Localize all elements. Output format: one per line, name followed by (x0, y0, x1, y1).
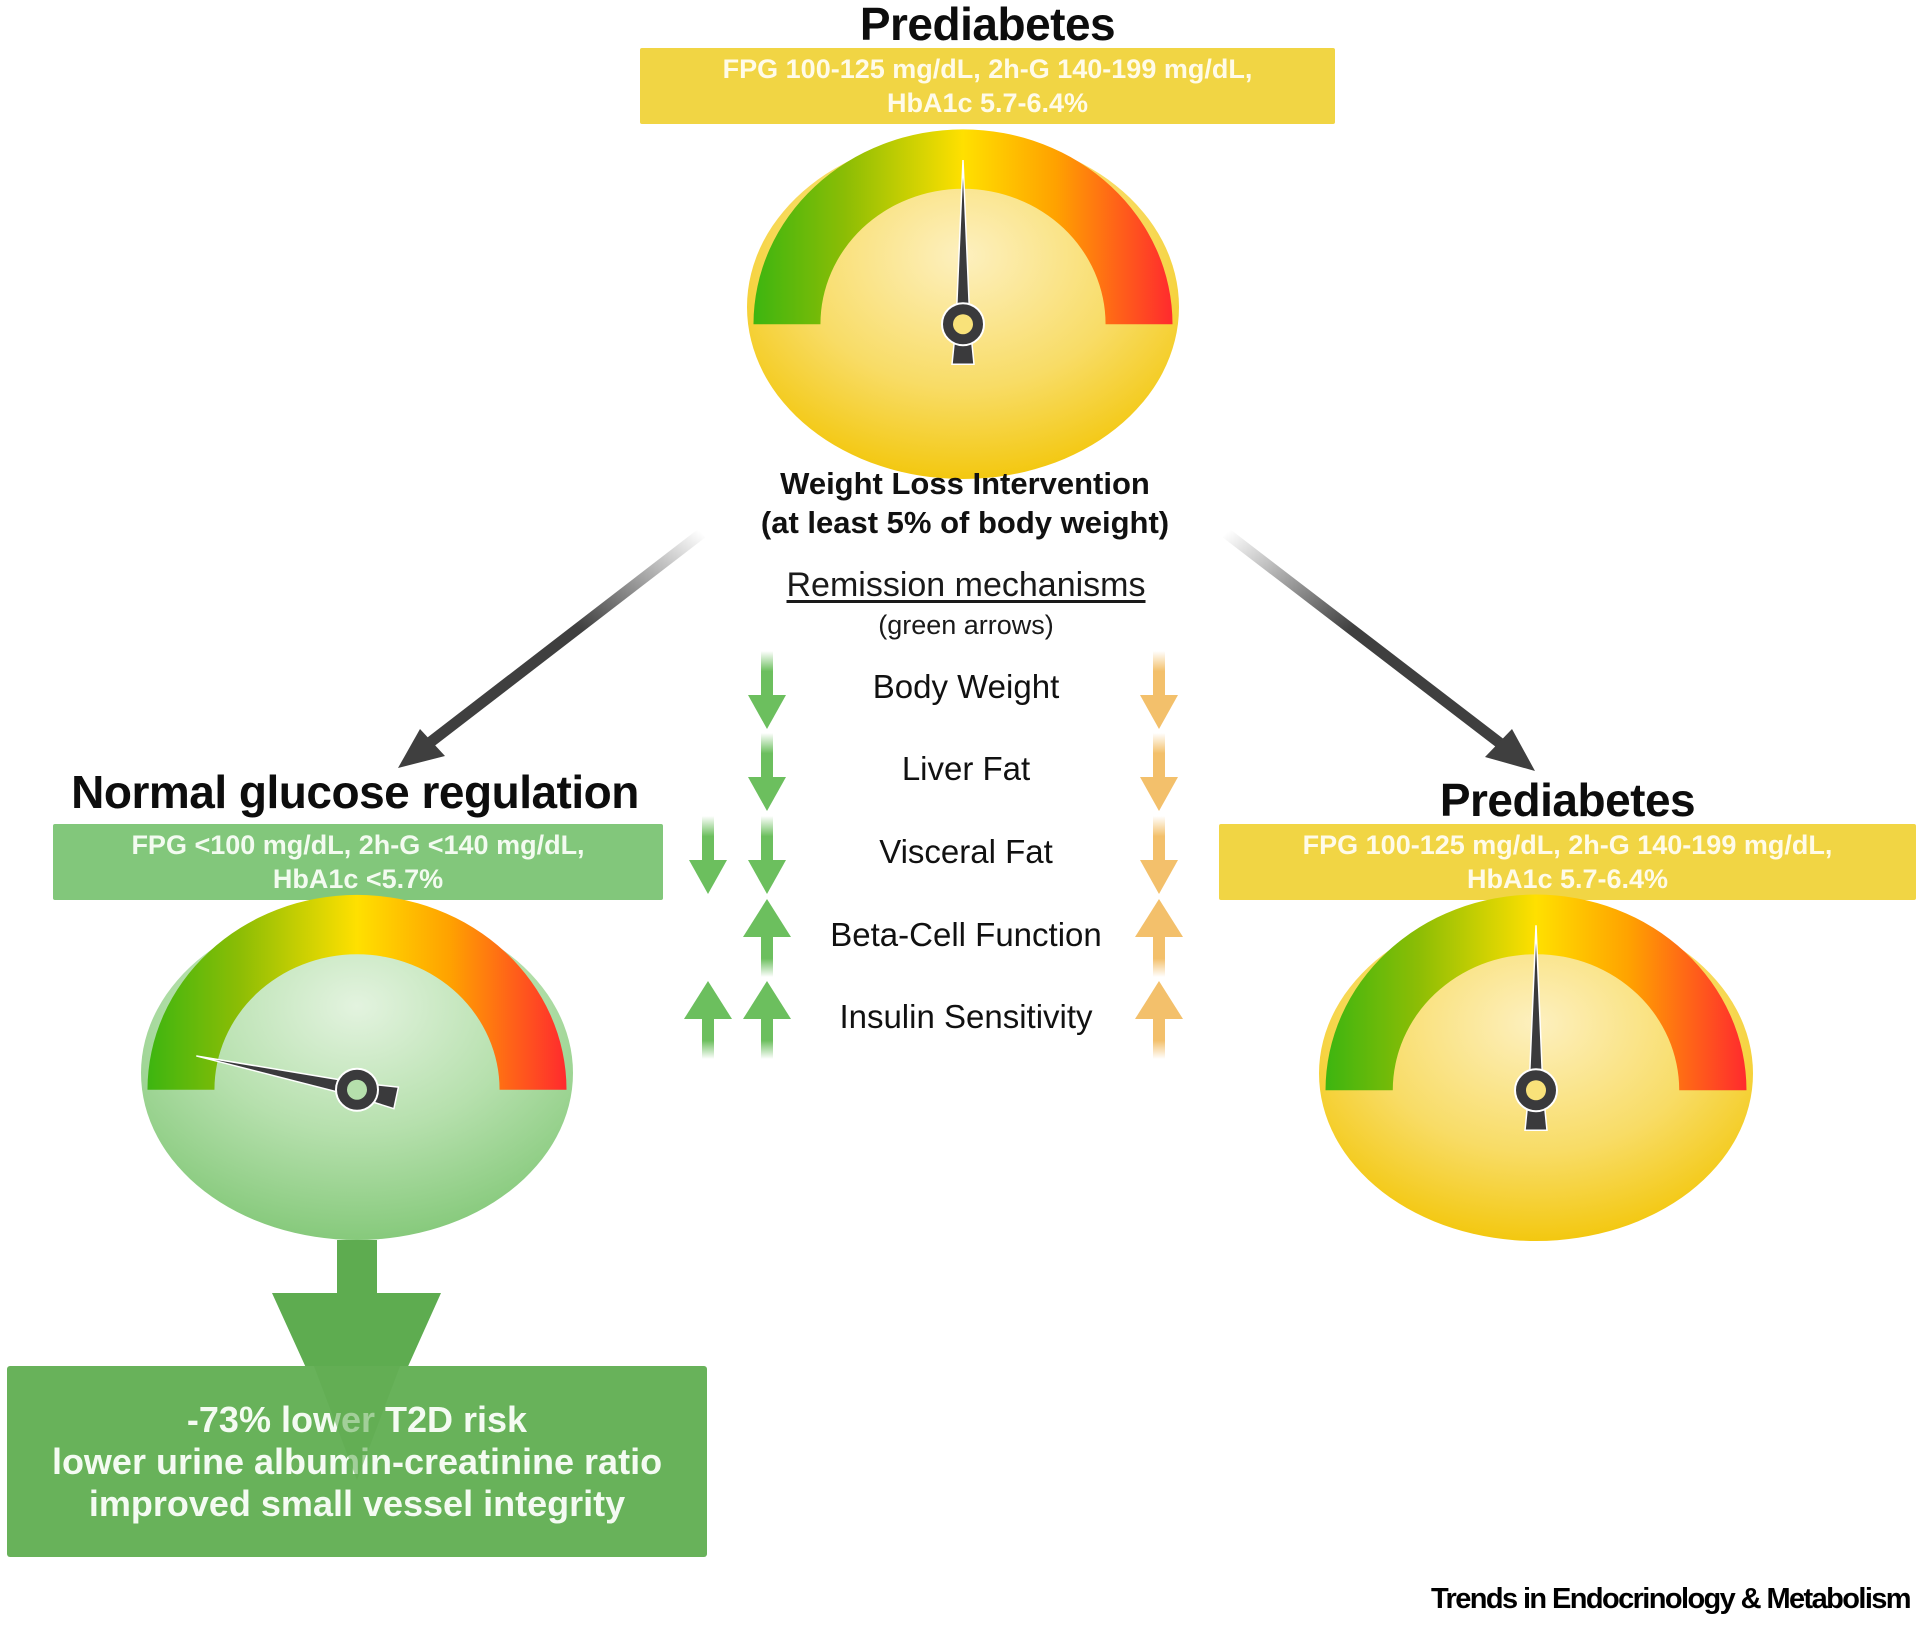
mechanism-label: Insulin Sensitivity (839, 998, 1093, 1035)
green-arrow-up-icon (743, 981, 791, 1059)
mechanism-label: Visceral Fat (879, 833, 1053, 870)
arrowhead-icon (1485, 729, 1535, 771)
gauge-needle-icon (1514, 925, 1558, 1131)
orange-arrow-up-icon (1135, 981, 1183, 1059)
outcomes-box: -73% lower T2D risk lower urine albumin-… (7, 1366, 707, 1557)
top-title: Prediabetes (859, 0, 1116, 50)
normal-criteria-line1: FPG <100 mg/dL, 2h-G <140 mg/dL, (131, 830, 585, 860)
orange-arrow-down-icon (1140, 651, 1178, 729)
mechanisms-subtitle: (green arrows) (878, 610, 1054, 640)
gauge-arc (1325, 894, 1747, 1091)
top-criteria-box: FPG 100-125 mg/dL, 2h-G 140-199 mg/dL, H… (640, 48, 1335, 124)
orange-arrow-down-icon (1140, 733, 1178, 811)
mechanisms-title: Remission mechanisms (786, 566, 1146, 604)
green-arrow-up-icon (684, 981, 732, 1059)
arrowhead-icon (398, 729, 445, 768)
outcome-item: lower urine albumin-creatinine ratio (51, 1440, 663, 1482)
green-arrow-up-icon (743, 899, 791, 977)
green-arrow-down-icon (748, 816, 786, 894)
mechanism-label: Beta-Cell Function (830, 916, 1102, 953)
gauge-needle-icon (196, 1055, 400, 1112)
right-criteria-box: FPG 100-125 mg/dL, 2h-G 140-199 mg/dL, H… (1219, 824, 1916, 900)
normal-criteria-line2: HbA1c <5.7% (272, 864, 444, 894)
right-gauge (1319, 894, 1753, 1241)
green-arrow-down-icon (748, 733, 786, 811)
journal-footer: Trends in Endocrinology & Metabolism (1431, 1583, 1912, 1615)
normal-title: Normal glucose regulation (71, 766, 639, 818)
intervention-label: Weight Loss Intervention (at least 5% of… (700, 464, 1230, 542)
gauge-arc (753, 129, 1173, 325)
top-gauge (747, 129, 1179, 479)
orange-arrow-up-icon (1135, 899, 1183, 977)
green-arrow-down-icon (689, 816, 727, 894)
intervention-line2: (at least 5% of body weight) (760, 505, 1170, 540)
top-criteria-line2: HbA1c 5.7-6.4% (886, 88, 1089, 118)
right-criteria-line1: FPG 100-125 mg/dL, 2h-G 140-199 mg/dL, (1302, 830, 1833, 860)
outcome-item: -73% lower T2D risk (186, 1398, 528, 1440)
gauge-needle-icon (941, 160, 985, 365)
right-criteria-line2: HbA1c 5.7-6.4% (1466, 864, 1669, 894)
gauge-arc (147, 894, 567, 1090)
normal-gauge (141, 894, 573, 1240)
orange-arrow-down-icon (1140, 816, 1178, 894)
outcome-item: improved small vessel integrity (88, 1482, 626, 1524)
green-arrow-down-icon (748, 651, 786, 729)
right-title: Prediabetes (1439, 774, 1696, 826)
top-criteria-line1: FPG 100-125 mg/dL, 2h-G 140-199 mg/dL, (722, 54, 1253, 84)
intervention-line1: Weight Loss Intervention (780, 466, 1150, 501)
mechanism-label: Body Weight (872, 668, 1060, 705)
mechanism-label: Liver Fat (901, 750, 1031, 787)
normal-criteria-box: FPG <100 mg/dL, 2h-G <140 mg/dL, HbA1c <… (53, 824, 663, 900)
